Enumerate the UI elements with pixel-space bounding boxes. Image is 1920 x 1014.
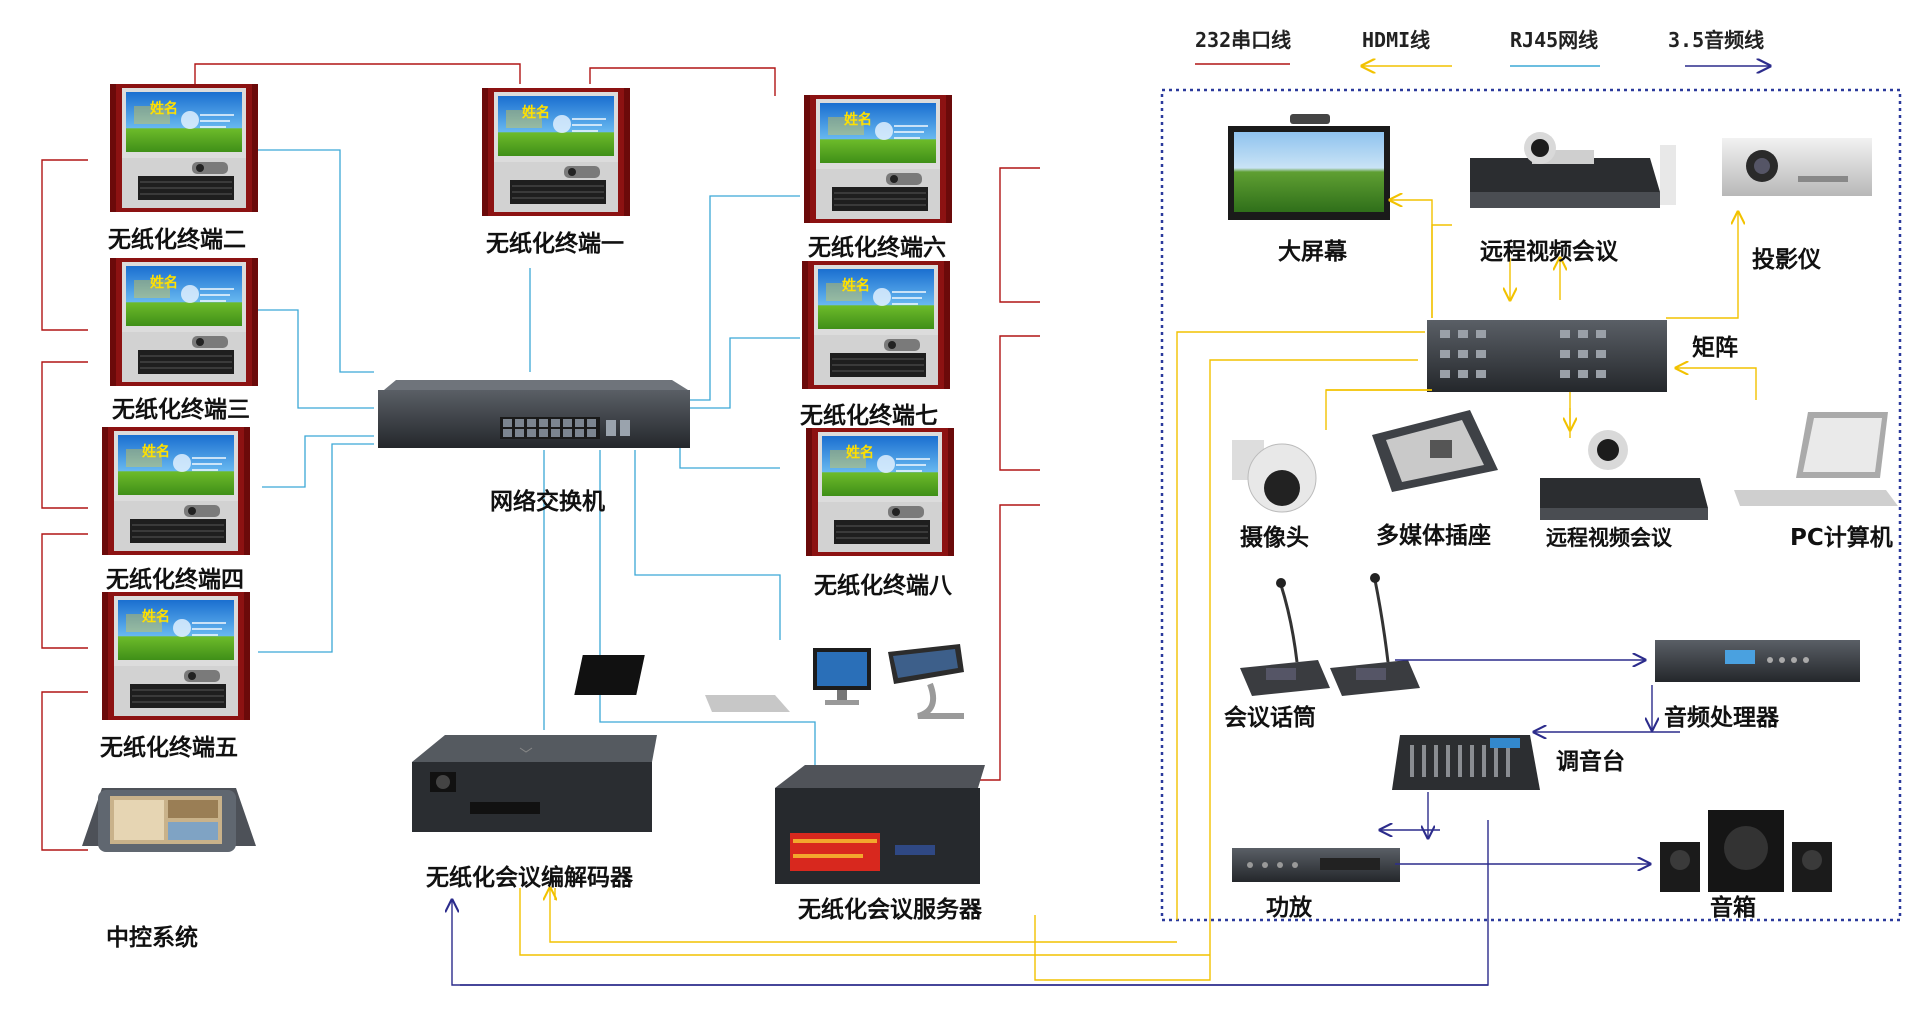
screen-name-text: 姓名 [846, 444, 874, 461]
network-switch[interactable] [378, 380, 690, 448]
big-screen-label: 大屏幕 [1278, 239, 1347, 265]
screen-name-text: 姓名 [150, 274, 178, 291]
terminal-1[interactable]: 姓名 [481, 87, 631, 217]
terminal-3[interactable]: 姓名 [109, 257, 259, 387]
central-control-device[interactable] [82, 788, 256, 852]
projector-label: 投影仪 [1752, 247, 1821, 273]
terminal-8[interactable]: 姓名 [805, 427, 955, 557]
codec-device[interactable] [412, 735, 657, 832]
terminal-1-label: 无纸化终端一 [486, 231, 624, 257]
screen-name-text: 姓名 [142, 443, 170, 460]
rj45-lines [255, 149, 816, 785]
client-devices [574, 644, 964, 719]
audio-processor-device[interactable] [1655, 640, 1860, 682]
audio-processor-label: 音频处理器 [1664, 705, 1779, 731]
video-conference-top-label: 远程视频会议 [1480, 239, 1618, 265]
legend-audio-label: 3.5音频线 [1668, 28, 1765, 52]
microphone-label: 会议话筒 [1224, 705, 1316, 731]
legend [1195, 64, 1770, 66]
projector-device[interactable] [1722, 138, 1872, 196]
legend-rj45-label: RJ45网线 [1510, 28, 1599, 52]
camera-device[interactable] [1232, 440, 1317, 513]
camera-label: 摄像头 [1240, 525, 1309, 551]
mixer-device[interactable] [1392, 735, 1540, 790]
switch-label: 网络交换机 [490, 489, 605, 515]
terminal-2[interactable]: 姓名 [109, 83, 259, 213]
matrix-label: 矩阵 [1692, 335, 1738, 361]
terminal-2-label: 无纸化终端二 [108, 227, 246, 253]
legend-hdmi-label: HDMI线 [1362, 28, 1431, 52]
hdmi-lines [519, 200, 1757, 981]
screen-name-text: 姓名 [522, 104, 550, 121]
terminal-7-label: 无纸化终端七 [800, 403, 938, 429]
terminal-5-label: 无纸化终端五 [100, 735, 238, 761]
terminal-6-label: 无纸化终端六 [808, 235, 946, 261]
terminal-6[interactable]: 姓名 [803, 94, 953, 224]
media-socket-device[interactable] [1372, 410, 1498, 492]
terminal-7[interactable]: 姓名 [801, 260, 951, 390]
video-conference-bottom-device[interactable] [1540, 430, 1708, 520]
pc-label: PC计算机 [1790, 525, 1893, 551]
server-label: 无纸化会议服务器 [798, 897, 982, 923]
pc-device[interactable] [1734, 412, 1898, 506]
terminal-4-label: 无纸化终端四 [106, 567, 244, 593]
server-device[interactable] [775, 765, 985, 884]
legend-serial-label: 232串口线 [1195, 28, 1292, 52]
amplifier-label: 功放 [1266, 895, 1312, 921]
speaker-device[interactable] [1660, 810, 1832, 892]
screen-name-text: 姓名 [142, 608, 170, 625]
video-conference-bottom-label: 远程视频会议 [1546, 526, 1672, 550]
screen-name-text: 姓名 [842, 277, 870, 294]
codec-label: 无纸化会议编解码器 [426, 865, 633, 891]
screen-name-text: 姓名 [844, 111, 872, 128]
terminal-3-label: 无纸化终端三 [112, 397, 250, 423]
media-socket-label: 多媒体插座 [1376, 523, 1491, 549]
audio-lines [452, 660, 1680, 986]
speaker-label: 音箱 [1710, 895, 1756, 921]
big-screen-device[interactable] [1228, 114, 1390, 220]
central-control-label: 中控系统 [106, 925, 198, 951]
amplifier-device[interactable] [1232, 848, 1400, 882]
mixer-label: 调音台 [1556, 749, 1625, 775]
screen-name-text: 姓名 [150, 100, 178, 117]
matrix-device[interactable] [1427, 320, 1667, 392]
terminal-5[interactable]: 姓名 [101, 591, 251, 721]
microphone-device[interactable] [1240, 573, 1420, 696]
video-conference-top-device[interactable] [1470, 132, 1676, 208]
terminal-8-label: 无纸化终端八 [814, 573, 952, 599]
terminal-4[interactable]: 姓名 [101, 426, 251, 556]
